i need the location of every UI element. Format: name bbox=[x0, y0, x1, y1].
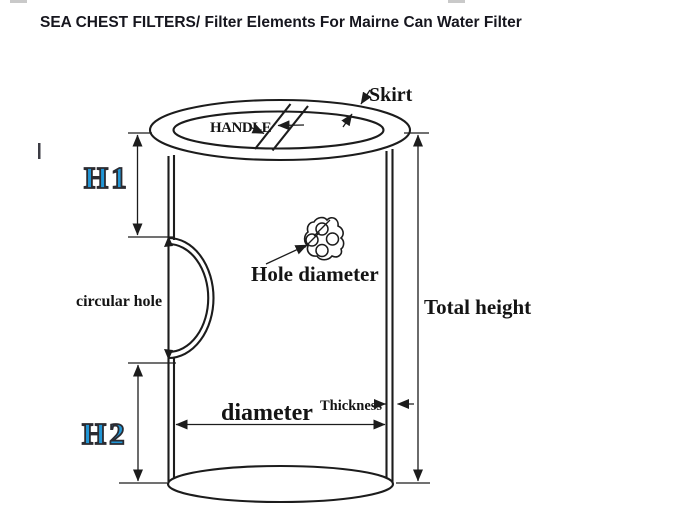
text-cursor-artifact bbox=[38, 143, 41, 159]
hole-circle-top bbox=[315, 222, 329, 236]
skirt-label: Skirt bbox=[369, 84, 413, 106]
circular-hole-arc-outer bbox=[168, 236, 215, 360]
hole-cluster-blob bbox=[303, 216, 345, 261]
thickness-label: Thickness bbox=[320, 398, 382, 414]
hole-circle-bottom bbox=[315, 243, 329, 258]
handle-pointer-left bbox=[277, 120, 305, 131]
handle-bar-right bbox=[271, 105, 309, 152]
window-artifact-left bbox=[10, 0, 27, 3]
window-artifact-right bbox=[448, 0, 465, 3]
page-title: SEA CHEST FILTERS/ Filter Elements For M… bbox=[40, 14, 522, 31]
hole-diameter-label: Hole diameter bbox=[251, 262, 379, 286]
hole-diameter-pointer bbox=[265, 244, 308, 265]
handle-pointer-right bbox=[249, 124, 265, 135]
h1-label: H1 bbox=[84, 160, 130, 195]
h2-label: H2 bbox=[82, 416, 128, 451]
circular-hole-label: circular hole bbox=[76, 293, 162, 310]
handle-label: HANDLE bbox=[210, 120, 272, 136]
skirt-outer-ellipse bbox=[148, 98, 412, 162]
hole-circle-right bbox=[325, 232, 340, 246]
skirt-pointer-inner bbox=[341, 113, 353, 128]
skirt-inner-ellipse bbox=[172, 110, 385, 150]
cylinder-bottom-ellipse bbox=[166, 464, 395, 504]
total-height-label: Total height bbox=[424, 295, 531, 319]
hole-slash-top bbox=[313, 219, 331, 237]
arc-bottom-arrowhead bbox=[164, 349, 173, 360]
arc-top-arrowhead bbox=[164, 236, 173, 247]
diameter-label: diameter bbox=[221, 400, 313, 426]
circular-hole-arc-inner bbox=[168, 242, 210, 354]
skirt-pointer-outer bbox=[360, 89, 372, 105]
handle-bar-left bbox=[254, 103, 292, 150]
